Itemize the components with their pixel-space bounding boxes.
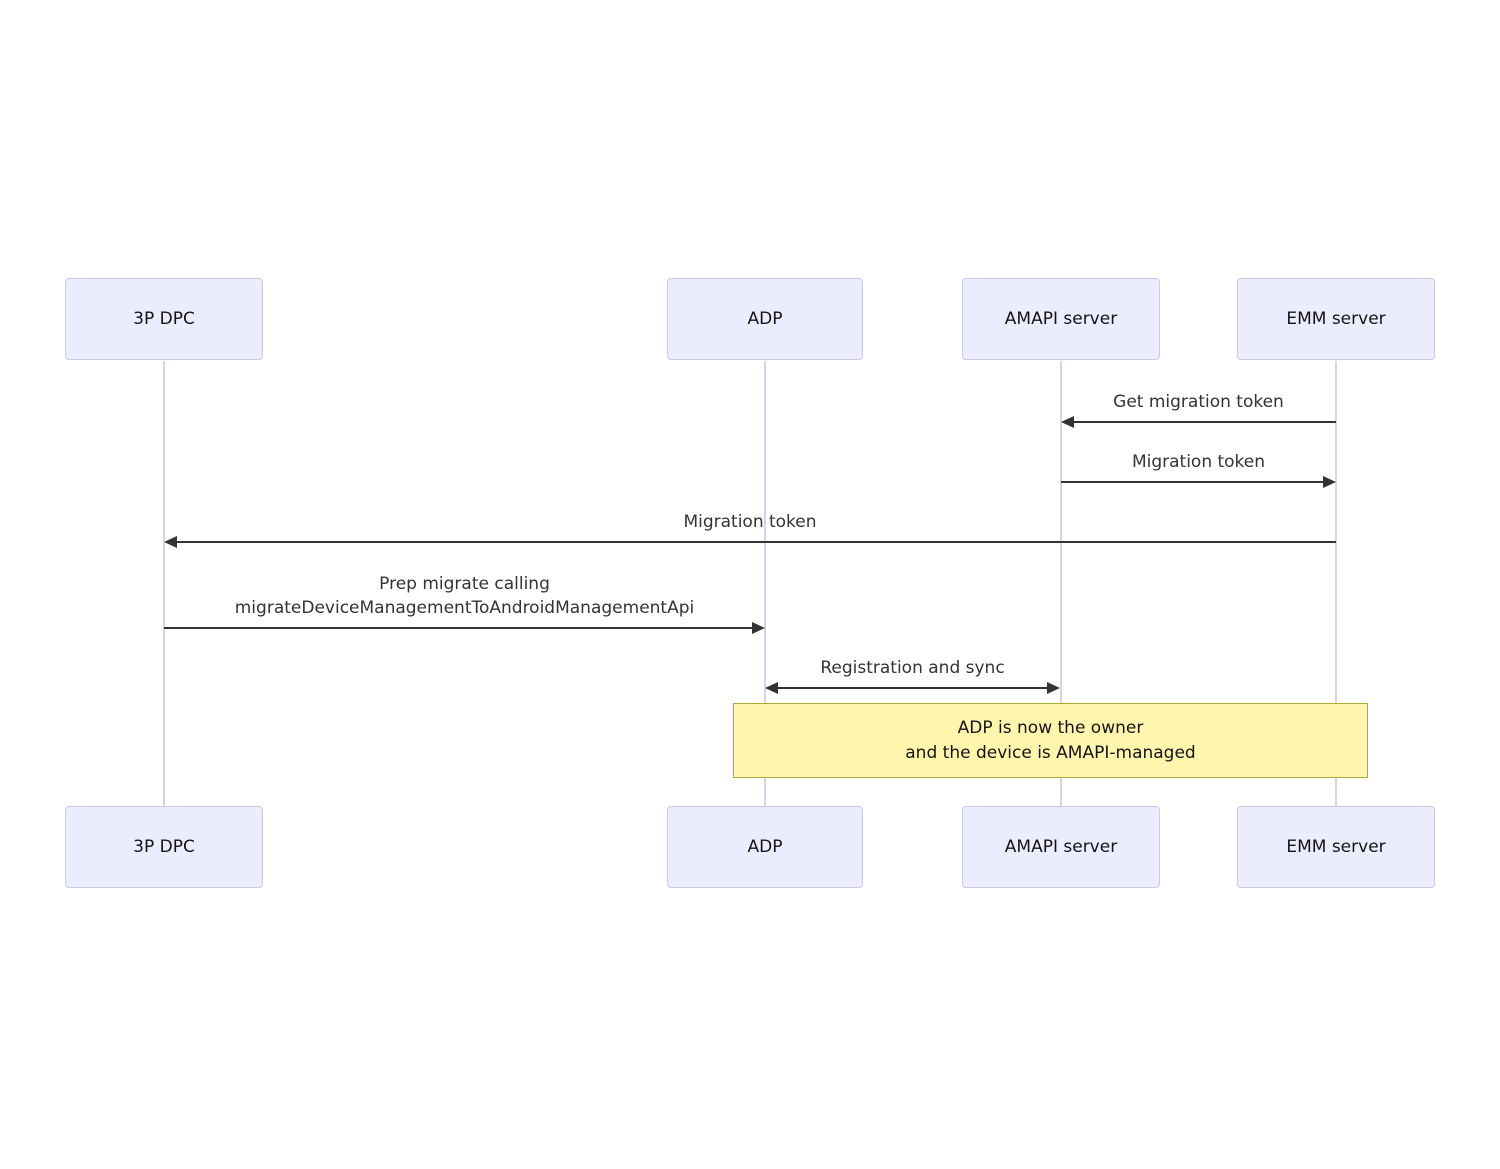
- note-line1: ADP is now the owner: [957, 717, 1144, 738]
- actor-top-amapi-server: AMAPI server: [962, 278, 1160, 360]
- actor-label: 3P DPC: [133, 837, 195, 857]
- actor-label: ADP: [747, 309, 783, 329]
- lifeline-adp: [764, 361, 766, 806]
- arrowhead-left: [765, 682, 778, 694]
- actor-top-emm-server: EMM server: [1237, 278, 1435, 360]
- message-arrow-migration-token-to-dpc: [169, 541, 1336, 543]
- lifeline-3p-dpc: [163, 361, 165, 806]
- actor-top-adp: ADP: [667, 278, 863, 360]
- arrowhead-left: [1061, 416, 1074, 428]
- arrowhead-left: [164, 536, 177, 548]
- actor-bottom-adp: ADP: [667, 806, 863, 888]
- note-line2: and the device is AMAPI-managed: [905, 742, 1196, 763]
- message-label-prep-migrate-line1: Prep migrate calling: [379, 574, 550, 594]
- actor-label: AMAPI server: [1004, 309, 1118, 329]
- arrowhead-right: [1323, 476, 1336, 488]
- lifeline-amapi-server: [1060, 361, 1062, 806]
- actor-label: EMM server: [1286, 837, 1386, 857]
- message-arrow-migration-token-to-emm: [1061, 481, 1331, 483]
- message-arrow-get-migration-token: [1066, 421, 1336, 423]
- arrowhead-right: [1047, 682, 1060, 694]
- actor-label: EMM server: [1286, 309, 1386, 329]
- message-label-migration-token-to-dpc: Migration token: [683, 512, 817, 532]
- actor-bottom-amapi-server: AMAPI server: [962, 806, 1160, 888]
- actor-label: AMAPI server: [1004, 837, 1118, 857]
- actor-bottom-3p-dpc: 3P DPC: [65, 806, 263, 888]
- note-adp-owner: ADP is now the owner and the device is A…: [733, 703, 1368, 778]
- message-label-registration-and-sync: Registration and sync: [820, 658, 1005, 678]
- message-label-get-migration-token: Get migration token: [1113, 392, 1284, 412]
- actor-bottom-emm-server: EMM server: [1237, 806, 1435, 888]
- message-arrow-registration-and-sync: [770, 687, 1055, 689]
- lifeline-emm-server: [1335, 361, 1337, 806]
- actor-label: 3P DPC: [133, 309, 195, 329]
- actor-top-3p-dpc: 3P DPC: [65, 278, 263, 360]
- message-arrow-prep-migrate: [164, 627, 760, 629]
- message-label-prep-migrate-line2: migrateDeviceManagementToAndroidManageme…: [234, 598, 695, 618]
- actor-label: ADP: [747, 837, 783, 857]
- arrowhead-right: [752, 622, 765, 634]
- message-label-migration-token-to-emm: Migration token: [1131, 452, 1266, 472]
